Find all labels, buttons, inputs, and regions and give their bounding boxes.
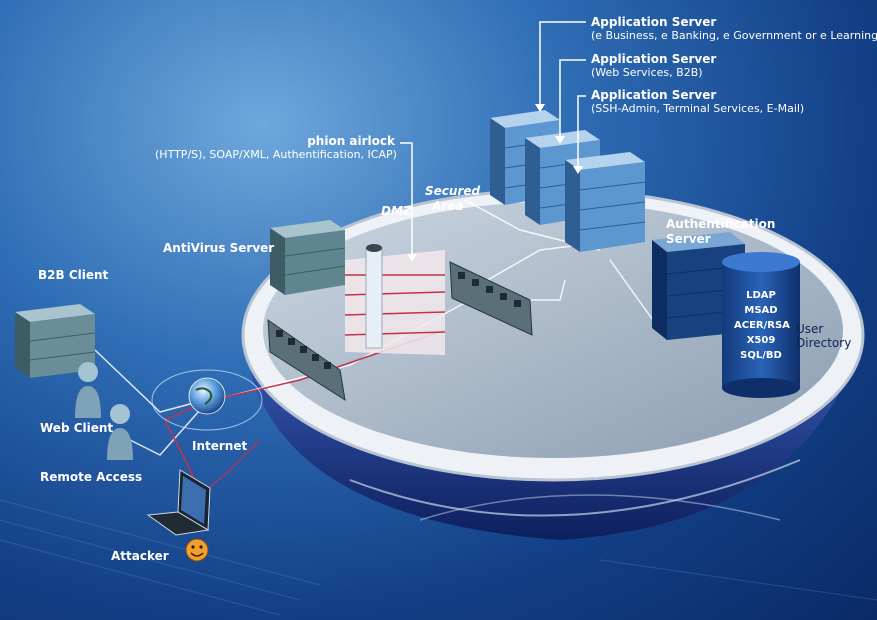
- app-server-label-1: Application Server (e Business, e Bankin…: [591, 15, 877, 43]
- callout-arrowheads: [407, 104, 583, 262]
- airlock-frame: [344, 244, 446, 355]
- remote-access-person: [107, 404, 133, 460]
- internet-label: Internet: [192, 439, 248, 453]
- auth-server-label-line1: Authentification: [666, 217, 776, 231]
- b2b-client-label: B2B Client: [38, 268, 109, 282]
- auth-server-label-line2: Server: [666, 232, 711, 246]
- secured-label: Secured: [425, 184, 481, 198]
- attacker-laptop-icon: [146, 469, 211, 536]
- airlock-detail: (HTTP/S), SOAP/XML, Authentification, IC…: [155, 148, 397, 161]
- bowl-stripe-2: [419, 494, 781, 521]
- b2b-client-server: [15, 304, 96, 378]
- dmz-label: DMZ: [381, 204, 412, 218]
- user-directory-label-line1: User: [796, 322, 824, 336]
- web-client-person: [75, 362, 101, 418]
- user-directory-label-line2: Directory: [796, 336, 852, 350]
- airlock-title: phion airlock: [307, 134, 395, 148]
- directory-item: MSAD: [744, 305, 778, 316]
- internet-globe-icon: [151, 369, 263, 431]
- app-server-detail-3: (SSH-Admin, Terminal Services, E-Mail): [591, 102, 805, 115]
- app-server-3: [565, 152, 646, 252]
- web-client-label: Web Client: [40, 421, 114, 435]
- firewall-right: [449, 261, 533, 336]
- binary-pattern: [0, 499, 877, 616]
- app-server-detail-2: (Web Services, B2B): [591, 66, 703, 79]
- directory-item: LDAP: [746, 290, 776, 301]
- firewall-left: [267, 318, 346, 402]
- directory-item: SQL/BD: [740, 350, 782, 361]
- app-server-title-3: Application Server: [591, 88, 717, 102]
- app-server-detail-1: (e Business, e Banking, e Government or …: [591, 29, 877, 42]
- area-label: Area: [432, 199, 464, 213]
- directory-item: ACER/RSA: [734, 320, 790, 331]
- user-directory-database: [722, 252, 800, 398]
- attacker-face-icon: [185, 538, 209, 562]
- app-server-title-2: Application Server: [591, 52, 717, 66]
- app-server-title-1: Application Server: [591, 15, 717, 29]
- user-directory-items: LDAP MSAD ACER/RSA X509 SQL/BD: [734, 288, 790, 363]
- airlock-label: phion airlock (HTTP/S), SOAP/XML, Authen…: [155, 134, 397, 162]
- antivirus-server-label: AntiVirus Server: [163, 241, 275, 255]
- bowl-stripe: [349, 459, 801, 517]
- directory-item: X509: [746, 335, 776, 346]
- attacker-label: Attacker: [111, 549, 169, 563]
- app-server-label-2: Application Server (Web Services, B2B): [591, 52, 716, 80]
- antivirus-server: [270, 220, 346, 295]
- callout-pointers: [400, 21, 586, 258]
- app-server-label-3: Application Server (SSH-Admin, Terminal …: [591, 88, 804, 116]
- remote-access-label: Remote Access: [40, 470, 143, 484]
